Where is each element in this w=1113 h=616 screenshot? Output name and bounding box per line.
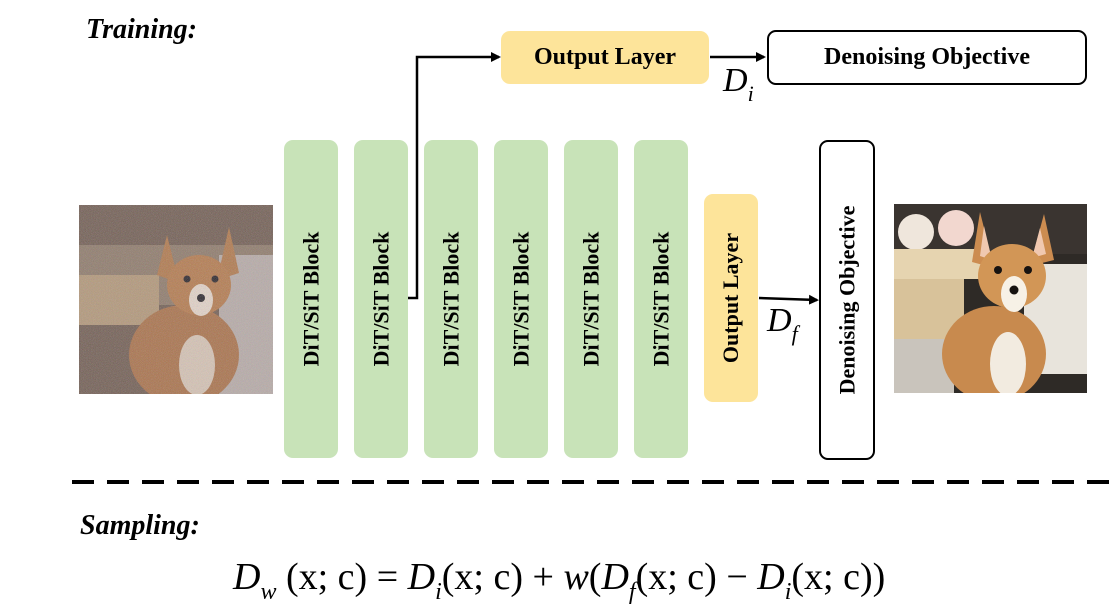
di-sub: i	[747, 81, 754, 106]
top-objective-label: Denoising Objective	[824, 44, 1030, 70]
dit-block-label: DiT/SiT Block	[578, 231, 604, 367]
formula-t3-base: D	[757, 556, 785, 598]
df-arrow	[758, 294, 819, 305]
top-output-layer-label: Output Layer	[533, 44, 676, 70]
formula-lhs-base: D	[233, 556, 261, 598]
dit-block-5: DiT/SiT Block	[564, 140, 618, 458]
clean-corgi-icon	[894, 204, 1087, 393]
sampling-label: Sampling:	[80, 510, 200, 541]
di-base: D	[723, 62, 748, 99]
final-objective-label: Denoising Objective	[834, 205, 860, 395]
df-base: D	[767, 302, 792, 339]
dit-block-1: DiT/SiT Block	[284, 140, 338, 458]
final-denoising-objective: Denoising Objective	[819, 140, 875, 460]
branch-arrow	[407, 52, 501, 300]
formula-plus: +	[532, 556, 554, 598]
dit-block-2: DiT/SiT Block	[354, 140, 408, 458]
di-label: Di	[723, 62, 754, 106]
formula-lhs-sub: w	[260, 579, 277, 605]
formula-open: (	[588, 556, 602, 598]
cfg-formula: Dw (x; c) = Di(x; c) + w(Df(x; c) − Di(x…	[233, 555, 886, 604]
dit-block-3: DiT/SiT Block	[424, 140, 478, 458]
formula-t1-base: D	[407, 556, 436, 598]
dit-block-6: DiT/SiT Block	[634, 140, 688, 458]
noisy-corgi-icon	[79, 205, 273, 394]
dit-block-label: DiT/SiT Block	[648, 231, 674, 367]
formula-t2-sub: f	[628, 579, 636, 605]
formula-args: (x; c)	[441, 556, 523, 598]
top-output-layer: Output Layer	[501, 31, 709, 84]
formula-t2-base: D	[601, 556, 629, 598]
formula-args: (x; c)	[791, 556, 873, 598]
dit-block-label: DiT/SiT Block	[368, 231, 394, 367]
formula-args: (x; c)	[285, 556, 368, 598]
dit-block-label: DiT/SiT Block	[508, 231, 534, 367]
formula-t1-sub: i	[435, 579, 442, 605]
final-output-layer-label: Output Layer	[718, 232, 743, 364]
clean-output-image	[894, 204, 1087, 393]
top-denoising-objective: Denoising Objective	[767, 30, 1087, 85]
training-label: Training:	[86, 14, 197, 45]
formula-args: (x; c)	[635, 556, 717, 598]
formula-t3-sub: i	[784, 579, 792, 605]
formula-eq: =	[376, 556, 399, 598]
formula-w: w	[563, 556, 589, 598]
noisy-input-image	[79, 205, 273, 394]
df-sub: f	[791, 321, 798, 346]
dit-block-4: DiT/SiT Block	[494, 140, 548, 458]
formula-minus: −	[726, 556, 748, 598]
dit-block-label: DiT/SiT Block	[298, 231, 324, 367]
dit-block-label: DiT/SiT Block	[438, 231, 464, 367]
df-label: Df	[767, 302, 798, 346]
final-output-layer: Output Layer	[704, 194, 758, 402]
formula-close: )	[872, 556, 886, 598]
